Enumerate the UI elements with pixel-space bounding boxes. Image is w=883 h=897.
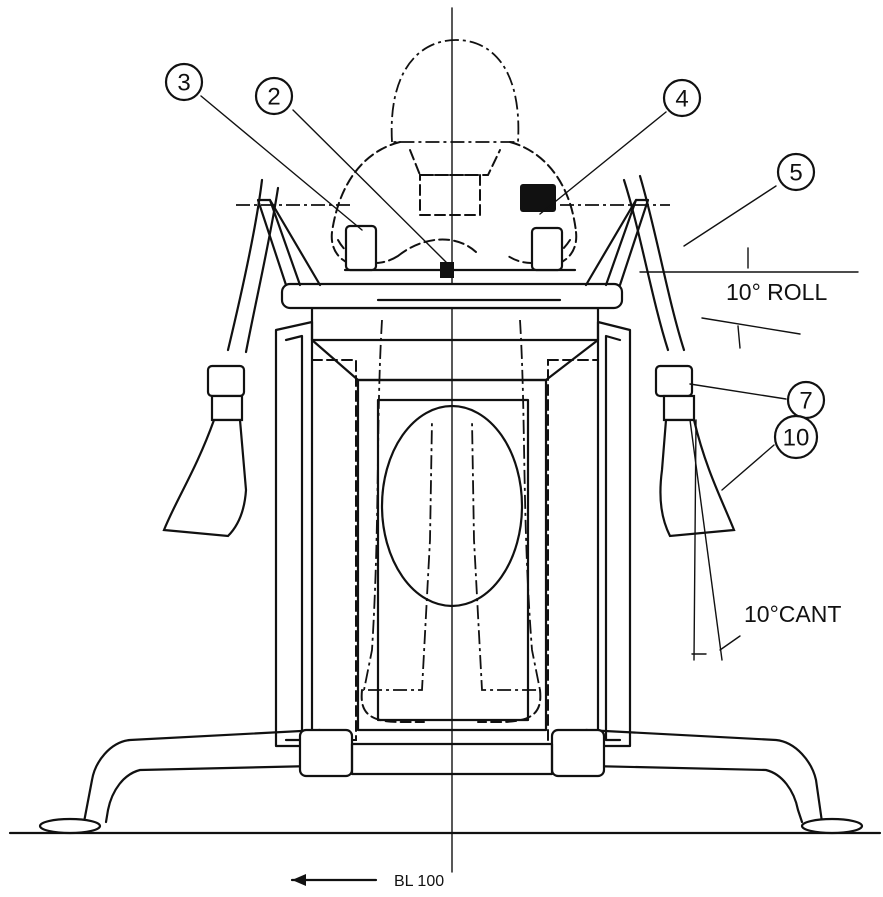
cant-label: 10°CANT [744,601,841,627]
right-leg-tube [550,728,824,824]
cant-reference [693,419,697,661]
roll-angle-line [701,317,801,335]
cant-arrow-right [719,635,741,651]
control-bar [280,282,624,310]
leader-2 [292,109,447,263]
frame-inner-window [376,398,530,722]
side-frame-right [547,359,599,741]
left-thruster-nozzle [162,418,248,538]
right-thruster-body [662,394,696,422]
leader-3 [200,95,363,231]
side-panel-right [596,320,632,748]
svg-text:2: 2 [267,84,280,111]
left-hand-grip [344,224,378,272]
leader-7 [689,383,787,400]
pilot-helmet [390,39,520,143]
pilot-leg-left [362,319,433,691]
left-thruster-body [210,394,244,422]
right-thruster-valve [654,364,694,398]
base-crossbar [350,742,554,776]
svg-text:10: 10 [783,425,810,452]
roll-label: 10° ROLL [726,279,827,305]
callout-4: 4 [662,78,702,118]
leader-10 [721,444,775,491]
leader-4 [539,111,667,215]
left-thruster-arm [226,178,280,354]
svg-text:5: 5 [789,160,802,187]
left-leg-sleeve [298,728,354,778]
arm-right [584,198,650,287]
roll-arrow-bottom [737,325,741,349]
svg-text:3: 3 [177,70,190,97]
right-leg-sleeve [550,728,606,778]
left-leg-tube [82,728,354,824]
pilot-chest-pack [419,174,481,216]
leader-5 [683,185,777,247]
svg-text:7: 7 [799,388,812,415]
frame-inner-panel [356,378,548,732]
right-foot-pad [800,817,864,835]
right-hand-grip [530,226,564,272]
arm-left [256,198,322,287]
side-panel-left [274,320,314,748]
center-valve [440,262,454,278]
callout-2: 2 [254,76,294,116]
bl-arrow-head [292,874,306,886]
pilot-feet [360,689,542,723]
callout-10: 10 [773,414,819,460]
callout-3: 3 [164,62,204,102]
side-frame-left [311,359,357,741]
left-thruster-valve [206,364,246,398]
callout-5: 5 [776,152,816,192]
pilot-torso [330,141,578,267]
pilot-leg-right [471,319,542,691]
propellant-tank [380,404,524,608]
svg-text:4: 4 [675,86,688,113]
left-foot-pad [38,817,102,835]
bl-label: BL 100 [394,873,444,890]
callout-7: 7 [786,380,826,420]
frame-outer [310,306,600,342]
right-thruster-arm [622,174,686,352]
throttle-head [520,184,556,212]
